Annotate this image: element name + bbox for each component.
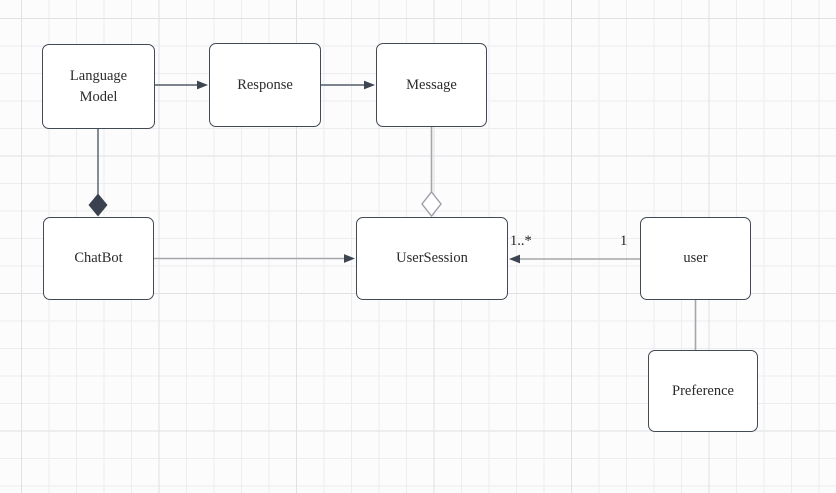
node-user[interactable]: user <box>640 217 751 300</box>
arrowhead-icon <box>509 254 520 264</box>
filled-diamond-icon <box>88 193 108 217</box>
arrowhead-icon <box>197 80 208 90</box>
node-user-session-label: UserSession <box>396 250 468 267</box>
hollow-diamond-icon <box>421 190 442 218</box>
edge-chatbot-usersession[interactable] <box>154 254 355 263</box>
node-preference-label: Preference <box>672 382 734 399</box>
node-message[interactable]: Message <box>376 43 487 127</box>
node-response-label: Response <box>237 76 293 93</box>
multiplicity-label-user: 1 <box>620 233 628 249</box>
node-chatbot-label: ChatBot <box>74 250 123 267</box>
edge-message-usersession[interactable] <box>421 127 442 218</box>
multiplicity-label-usersession: 1..* <box>510 233 532 249</box>
edge-languagemodel-chatbot[interactable] <box>88 129 108 217</box>
node-user-session[interactable]: UserSession <box>356 217 508 300</box>
node-preference[interactable]: Preference <box>648 350 758 432</box>
arrowhead-icon <box>344 254 355 263</box>
node-user-label: user <box>683 250 708 267</box>
node-language-model-label: Language Model <box>69 67 128 105</box>
node-response[interactable]: Response <box>209 43 321 127</box>
edge-languagemodel-response[interactable] <box>155 80 208 90</box>
edge-user-usersession[interactable] <box>509 254 640 264</box>
node-message-label: Message <box>406 76 457 93</box>
edge-response-message[interactable] <box>321 80 375 90</box>
node-language-model[interactable]: Language Model <box>42 44 155 129</box>
node-chatbot[interactable]: ChatBot <box>43 217 154 300</box>
arrowhead-icon <box>364 80 375 90</box>
